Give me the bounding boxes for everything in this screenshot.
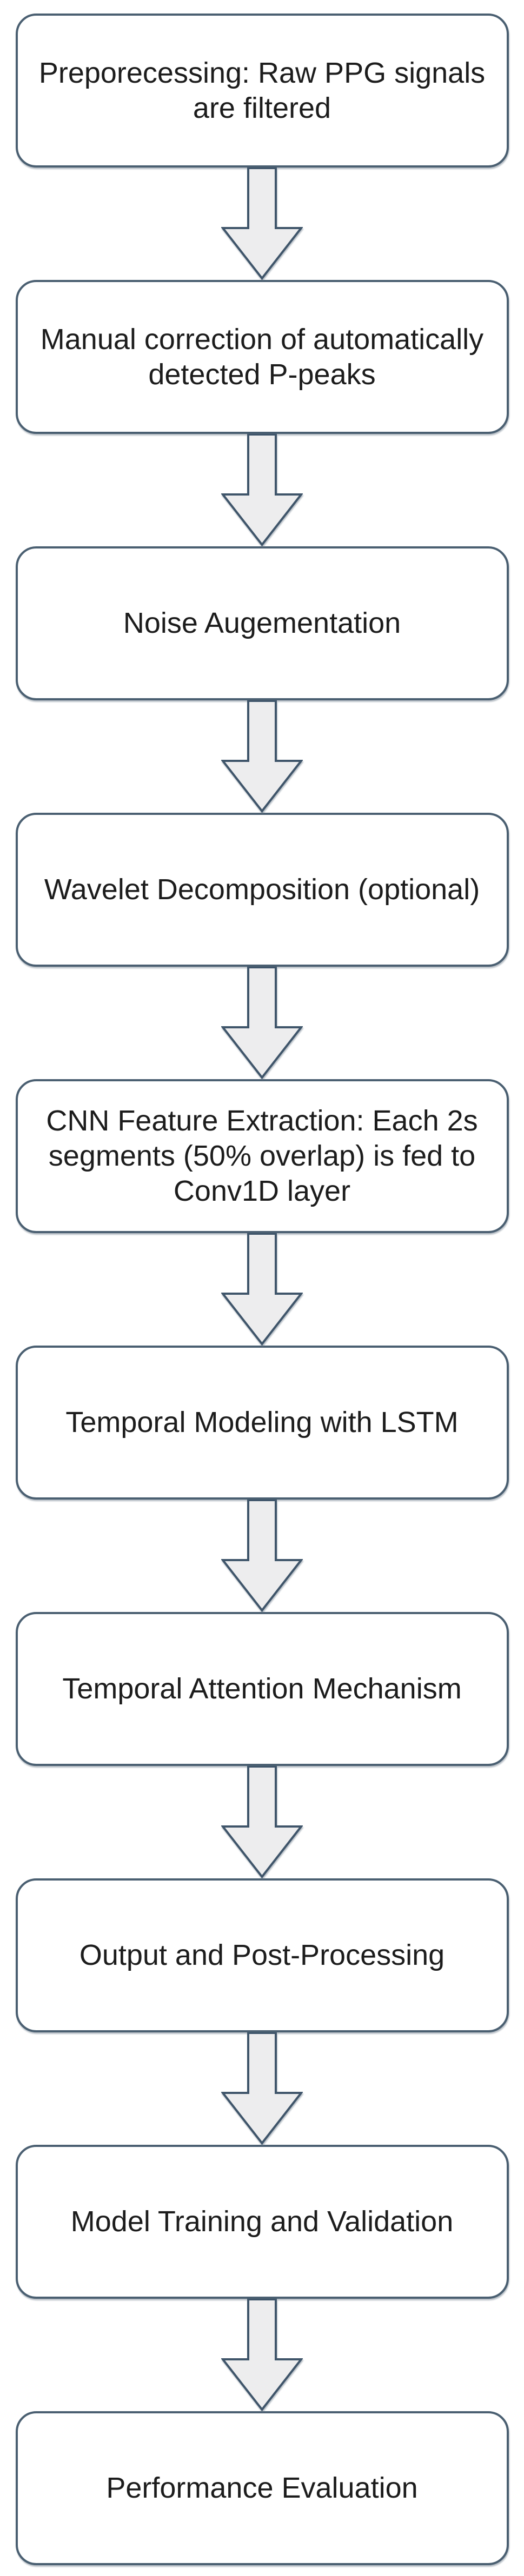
flow-arrow-connector bbox=[221, 1500, 303, 1612]
down-arrow-icon bbox=[221, 2032, 303, 2145]
flow-node-label: Performance Evaluation bbox=[106, 2472, 418, 2505]
flow-node-performance-evaluation: Performance Evaluation bbox=[15, 2411, 509, 2565]
down-arrow-icon bbox=[221, 2299, 303, 2411]
flow-node-label: CNN Feature Extraction: Each 2s segments… bbox=[46, 1105, 478, 1207]
flow-node-preprocessing: Preporecessing: Raw PPG signals are filt… bbox=[15, 14, 509, 168]
flow-arrow-connector bbox=[221, 2299, 303, 2411]
flow-node-temporal-modeling-lstm: Temporal Modeling with LSTM bbox=[15, 1346, 509, 1500]
flow-node-wavelet-decomposition: Wavelet Decomposition (optional) bbox=[15, 813, 509, 967]
flow-arrow-connector bbox=[221, 700, 303, 813]
flow-node-cnn-feature-extraction: CNN Feature Extraction: Each 2s segments… bbox=[15, 1079, 509, 1233]
flow-node-label: Temporal Modeling with LSTM bbox=[65, 1406, 459, 1439]
flow-arrow-connector bbox=[221, 1233, 303, 1346]
flow-node-manual-correction: Manual correction of automatically detec… bbox=[15, 280, 509, 434]
down-arrow-icon bbox=[221, 434, 303, 546]
flow-arrow-connector bbox=[221, 2032, 303, 2145]
flow-node-output-postprocessing: Output and Post-Processing bbox=[15, 1878, 509, 2032]
down-arrow-icon bbox=[221, 1500, 303, 1612]
flow-node-model-training-validation: Model Training and Validation bbox=[15, 2145, 509, 2299]
flow-node-label: Manual correction of automatically detec… bbox=[40, 323, 484, 391]
flow-node-noise-augmentation: Noise Augementation bbox=[15, 546, 509, 700]
down-arrow-icon bbox=[221, 700, 303, 813]
down-arrow-icon bbox=[221, 168, 303, 280]
flow-node-label: Model Training and Validation bbox=[70, 2205, 454, 2238]
flow-arrow-connector bbox=[221, 168, 303, 280]
flow-arrow-connector bbox=[221, 434, 303, 546]
down-arrow-icon bbox=[221, 967, 303, 1079]
flow-node-label: Noise Augementation bbox=[123, 607, 401, 640]
flow-node-label: Preporecessing: Raw PPG signals are filt… bbox=[38, 56, 486, 124]
flow-node-label: Temporal Attention Mechanism bbox=[62, 1672, 462, 1705]
down-arrow-icon bbox=[221, 1233, 303, 1346]
flow-node-temporal-attention: Temporal Attention Mechanism bbox=[15, 1612, 509, 1766]
flow-arrow-connector bbox=[221, 1766, 303, 1878]
flow-node-label: Wavelet Decomposition (optional) bbox=[44, 873, 480, 906]
down-arrow-icon bbox=[221, 1766, 303, 1878]
flow-node-label: Output and Post-Processing bbox=[79, 1939, 445, 1972]
flow-arrow-connector bbox=[221, 967, 303, 1079]
